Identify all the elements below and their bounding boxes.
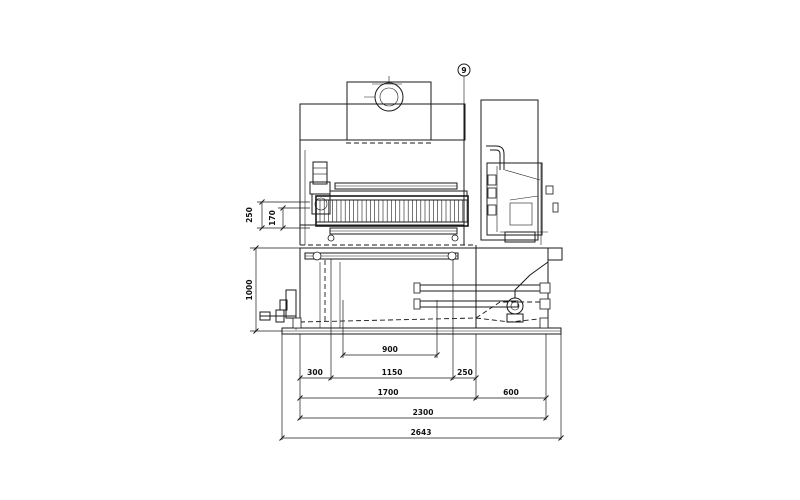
dim-250-label: 250 [457, 368, 473, 377]
dimension-tick [253, 328, 259, 334]
dimension-tick [473, 375, 479, 381]
dimension-tick [297, 415, 303, 421]
dimension-tick [259, 199, 265, 205]
dim-1150-label: 1150 [382, 368, 403, 377]
dimension-tick [340, 352, 346, 358]
extension-lines [281, 259, 562, 440]
base-skid [281, 317, 562, 335]
dim-900-label: 900 [382, 345, 398, 354]
motor [309, 161, 331, 215]
conveyor-top-rail [329, 182, 468, 197]
dim-1700-label: 1700 [378, 388, 399, 397]
dim-1000-vertical: 1000 [245, 280, 254, 301]
dimension-tick [280, 205, 286, 211]
dim-300-label: 300 [307, 368, 323, 377]
lower-rails [304, 227, 459, 261]
dim-250-vertical: 250 [245, 207, 254, 223]
dimension-arrowheads [253, 199, 564, 441]
dimension-tick [279, 435, 285, 441]
dimension-tick [473, 395, 479, 401]
dimension-tick [328, 375, 334, 381]
item-callout-label: 9 [461, 66, 466, 75]
dim-900: 900 [343, 345, 437, 356]
dim-row-300-1150-250: 300 1150 250 [300, 368, 476, 379]
left-fittings [259, 289, 297, 330]
filter-slat-stack [315, 195, 469, 227]
dimension-tick [280, 225, 286, 231]
dimension-tick [297, 395, 303, 401]
pipes-and-pump [413, 261, 551, 323]
dimension-tick [259, 225, 265, 231]
upper-frame [299, 104, 476, 246]
dimension-tick [434, 352, 440, 358]
dimension-tick [450, 375, 456, 381]
dim-2643: 2643 [282, 428, 561, 439]
dimension-tick [297, 375, 303, 381]
dim-2300-label: 2300 [413, 408, 434, 417]
dim-600-label: 600 [503, 388, 519, 397]
dim-2643-label: 2643 [411, 428, 432, 437]
dimension-tick [253, 245, 259, 251]
exhaust-hood [299, 76, 466, 144]
dim-170-vertical: 170 [268, 210, 277, 226]
dimension-tick [543, 415, 549, 421]
dim-2300: 2300 [300, 408, 546, 419]
dimension-tick [558, 435, 564, 441]
dimension-tick [543, 395, 549, 401]
dim-row-1700-600: 1700 600 [300, 388, 546, 399]
right-cabinet [480, 99, 559, 245]
item-callout: 9 [457, 63, 471, 235]
